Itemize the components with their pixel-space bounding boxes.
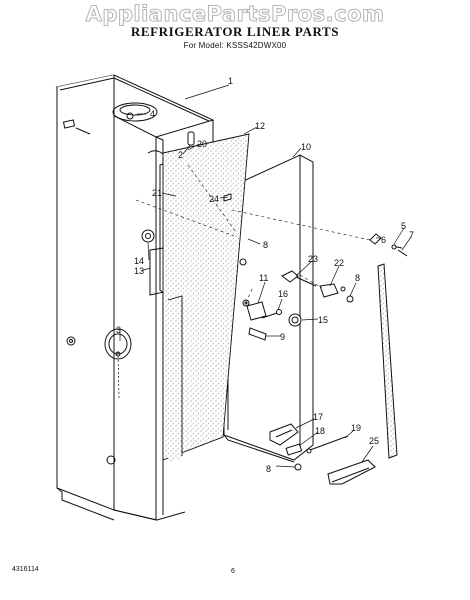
callout-4: 4 — [150, 109, 155, 119]
model-subtitle: For Model: KSSS42DWX00 — [183, 41, 287, 50]
callout-23: 23 — [308, 254, 318, 264]
callout-10: 10 — [301, 142, 311, 152]
callout-20: 20 — [197, 139, 207, 149]
callout-8-b: 8 — [355, 273, 360, 283]
trim-strip — [369, 233, 408, 459]
callout-24: 24 — [209, 194, 219, 204]
callout-11: 11 — [259, 273, 268, 283]
callout-21: 21 — [152, 188, 162, 198]
page-number: 6 — [231, 568, 235, 575]
leader-lines — [117, 84, 412, 468]
callout-7: 7 — [409, 230, 414, 240]
small-parts — [223, 193, 376, 485]
callout-18: 18 — [315, 426, 325, 436]
diagram-title: REFRIGERATOR LINER PARTS — [130, 24, 340, 39]
liner-panel — [223, 154, 314, 463]
callout-1: 1 — [228, 76, 233, 86]
callout-8-a: 8 — [263, 240, 268, 250]
callout-9: 9 — [280, 332, 285, 342]
callout-14: 14 — [134, 256, 144, 266]
callout-25: 25 — [369, 436, 379, 446]
callout-19: 19 — [351, 423, 361, 433]
callout-22: 22 — [334, 258, 344, 268]
callout-12: 12 — [255, 121, 265, 131]
callout-3: 3 — [116, 325, 121, 335]
callout-8-c: 8 — [266, 464, 271, 474]
dashed-guides — [135, 164, 371, 304]
watermark-logo: AppliancePartsPros.com — [85, 2, 385, 27]
callout-2: 2 — [178, 150, 183, 160]
callout-6: 6 — [381, 235, 386, 245]
callout-5: 5 — [401, 221, 406, 231]
document-number: 4316114 — [12, 566, 39, 573]
callout-labels: 1 2 3 4 5 6 7 8 8 8 9 10 11 12 13 14 15 … — [116, 76, 414, 474]
callout-16: 16 — [278, 289, 288, 299]
callout-17: 17 — [313, 412, 323, 422]
callout-15: 15 — [318, 315, 328, 325]
callout-13: 13 — [134, 266, 144, 276]
insulation-panel — [162, 133, 250, 462]
